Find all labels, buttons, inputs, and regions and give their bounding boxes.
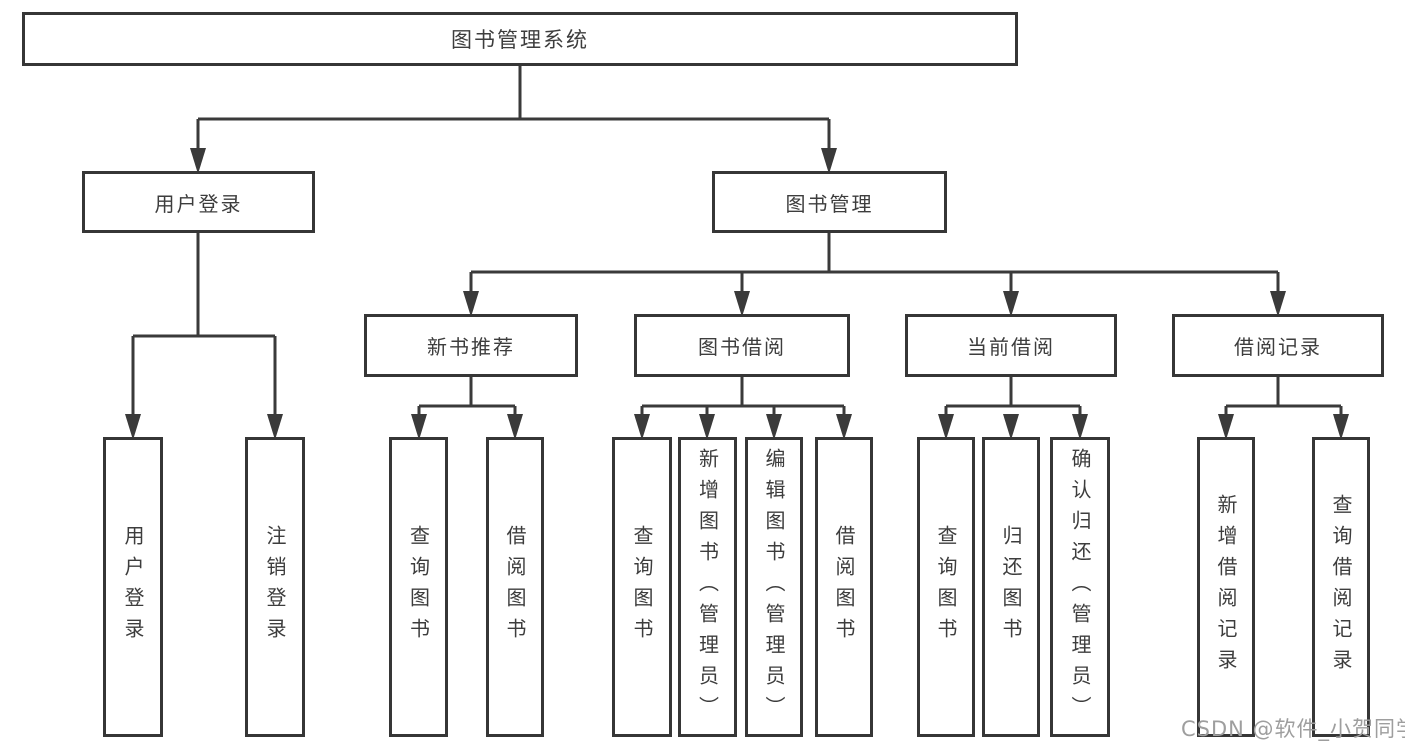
node-book-management: 图书管理 [712, 171, 947, 233]
connector-root-to-level2 [196, 66, 831, 150]
node-label: 借阅图书 [832, 525, 856, 649]
node-label: 当前借阅 [967, 335, 1055, 359]
node-user-login-leaf: 用户登录 [103, 437, 163, 737]
node-book-borrowing: 图书借阅 [634, 314, 850, 377]
node-label: 归还图书 [999, 525, 1023, 649]
node-query-books-recommend: 查询图书 [389, 437, 448, 737]
node-query-borrow-record: 查询借阅记录 [1312, 437, 1370, 737]
node-label: 图书借阅 [698, 335, 786, 359]
node-label: 用户登录 [121, 525, 145, 649]
node-add-borrow-record: 新增借阅记录 [1197, 437, 1255, 737]
connector-mgmt-to-level3 [469, 231, 1280, 293]
node-label: 图书管理系统 [451, 28, 589, 52]
node-query-books-current: 查询图书 [917, 437, 975, 737]
node-label: 新书推荐 [427, 335, 515, 359]
node-query-books-borrowing: 查询图书 [612, 437, 672, 737]
node-label: 借阅图书 [503, 525, 527, 649]
node-user-login: 用户登录 [82, 171, 315, 233]
node-label: 用户登录 [154, 191, 243, 216]
node-library-management-system: 图书管理系统 [22, 12, 1018, 66]
node-label: 新增借阅记录 [1214, 494, 1238, 680]
connector-current-to-leaves [944, 375, 1082, 416]
node-label: 查询图书 [934, 525, 958, 649]
node-label: 查询图书 [406, 525, 431, 649]
node-borrow-books-recommend: 借阅图书 [486, 437, 544, 737]
connector-login-to-leaves [131, 231, 277, 416]
node-label: 确认归还（管理员） [1068, 447, 1092, 727]
node-label: 注销登录 [263, 525, 287, 649]
node-return-books: 归还图书 [982, 437, 1040, 737]
node-logout: 注销登录 [245, 437, 305, 737]
node-label: 查询借阅记录 [1329, 494, 1353, 680]
node-edit-books-admin: 编辑图书（管理员） [745, 437, 803, 737]
node-new-book-recommend: 新书推荐 [364, 314, 578, 377]
node-borrowing-records: 借阅记录 [1172, 314, 1384, 377]
node-add-books-admin: 新增图书（管理员） [678, 437, 737, 737]
node-label: 新增图书（管理员） [695, 447, 720, 727]
connector-history-to-leaves [1224, 375, 1343, 416]
connector-borrowing-to-leaves [640, 375, 846, 416]
connector-recommend-to-leaves [417, 375, 517, 416]
node-borrow-books-borrowing: 借阅图书 [815, 437, 873, 737]
node-current-borrowing: 当前借阅 [905, 314, 1117, 377]
node-confirm-return-admin: 确认归还（管理员） [1050, 437, 1110, 737]
csdn-watermark: CSDN @软件_小贺同学 [1181, 717, 1405, 741]
node-label: 图书管理 [785, 191, 874, 216]
node-label: 编辑图书（管理员） [762, 447, 786, 727]
node-label: 借阅记录 [1234, 335, 1322, 359]
node-label: 查询图书 [630, 525, 654, 649]
